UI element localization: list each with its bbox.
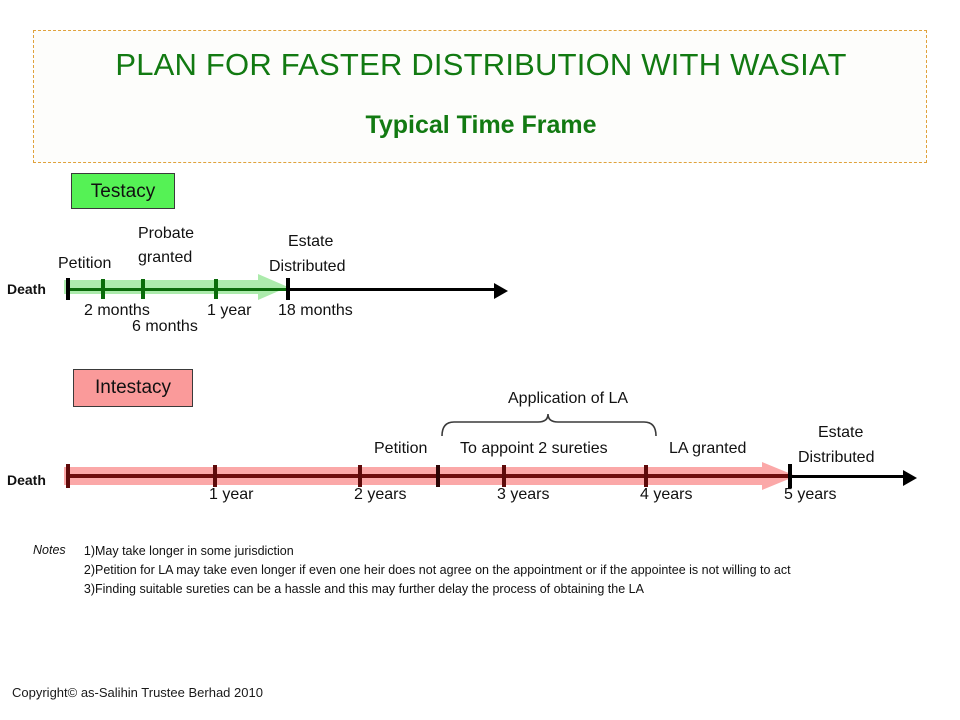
testacy-ticklabel-2-months: 2 months (84, 302, 150, 319)
testacy-tick-6-months (141, 279, 145, 299)
application-of-la-brace (441, 413, 657, 437)
testacy-tick-18-months (286, 278, 290, 300)
intestacy-badge: Intestacy (73, 369, 193, 407)
title-box: PLAN FOR FASTER DISTRIBUTION WITH WASIAT… (33, 30, 927, 163)
testacy-axis-arrowhead (494, 283, 508, 299)
notes-heading: Notes (33, 543, 66, 557)
intestacy-label-estate-line2: Distributed (798, 449, 875, 466)
testacy-label-probate-line1: Probate (138, 225, 195, 242)
intestacy-label-estate-line1: Estate (818, 424, 864, 441)
intestacy-tick-3-years (502, 465, 506, 487)
intestacy-axis-arrowhead (903, 470, 917, 486)
testacy-ticklabel-1-year: 1 year (207, 302, 252, 319)
page-title: PLAN FOR FASTER DISTRIBUTION WITH WASIAT (115, 47, 847, 82)
note-text-3: Finding suitable sureties can be a hassl… (95, 581, 644, 596)
testacy-badge: Testacy (71, 173, 175, 209)
testacy-tick-2-months (101, 279, 105, 299)
testacy-tick-death (66, 278, 70, 300)
note-item-1: 1) May take longer in some jurisdiction (33, 543, 923, 560)
page-subtitle: Typical Time Frame (365, 111, 597, 139)
note-item-2: 2) Petition for LA may take even longer … (33, 562, 923, 579)
intestacy-tick-4-years (644, 465, 648, 487)
copyright-notice: Copyright© as-Salihin Trustee Berhad 201… (12, 685, 263, 700)
intestacy-ticklabel-4-years: 4 years (640, 486, 693, 503)
note-text-1: May take longer in some jurisdiction (95, 544, 294, 558)
testacy-label-estate-line1: Estate (288, 233, 334, 250)
intestacy-tick-1-year (213, 465, 217, 487)
intestacy-tick-5-years (788, 464, 792, 488)
intestacy-death-label: Death (7, 472, 46, 488)
testacy-progress-arrow (64, 274, 288, 300)
intestacy-tick-2-years (358, 465, 362, 487)
intestacy-ticklabel-3-years: 3 years (497, 486, 550, 503)
intestacy-highlight-segment (66, 474, 791, 478)
note-number-1: 1) (83, 544, 95, 558)
note-item-3: 3) Finding suitable sureties can be a ha… (33, 581, 923, 598)
intestacy-label-la-granted: LA granted (669, 440, 747, 457)
intestacy-label-sureties: To appoint 2 sureties (460, 440, 608, 457)
testacy-label-probate-line2: granted (138, 249, 193, 266)
note-number-2: 2) (83, 562, 95, 577)
note-number-3: 3) (83, 581, 95, 596)
intestacy-brace-label: Application of LA (508, 390, 629, 407)
intestacy-ticklabel-2-years: 2 years (354, 486, 407, 503)
testacy-tick-1-year (214, 279, 218, 299)
testacy-death-label: Death (7, 281, 46, 297)
intestacy-tick-petition (436, 465, 440, 487)
intestacy-ticklabel-1-year: 1 year (209, 486, 254, 503)
note-text-2: Petition for LA may take even longer if … (95, 562, 791, 577)
testacy-label-petition: Petition (58, 255, 112, 272)
testacy-ticklabel-18-months: 18 months (278, 302, 353, 319)
intestacy-tick-death (66, 464, 70, 488)
notes-block: Notes 1) May take longer in some jurisdi… (33, 543, 923, 600)
testacy-label-estate-line2: Distributed (269, 258, 346, 275)
intestacy-ticklabel-5-years: 5 years (784, 486, 837, 503)
testacy-highlight-segment (66, 288, 288, 291)
intestacy-label-petition: Petition (374, 440, 428, 457)
testacy-ticklabel-6-months: 6 months (132, 318, 198, 335)
